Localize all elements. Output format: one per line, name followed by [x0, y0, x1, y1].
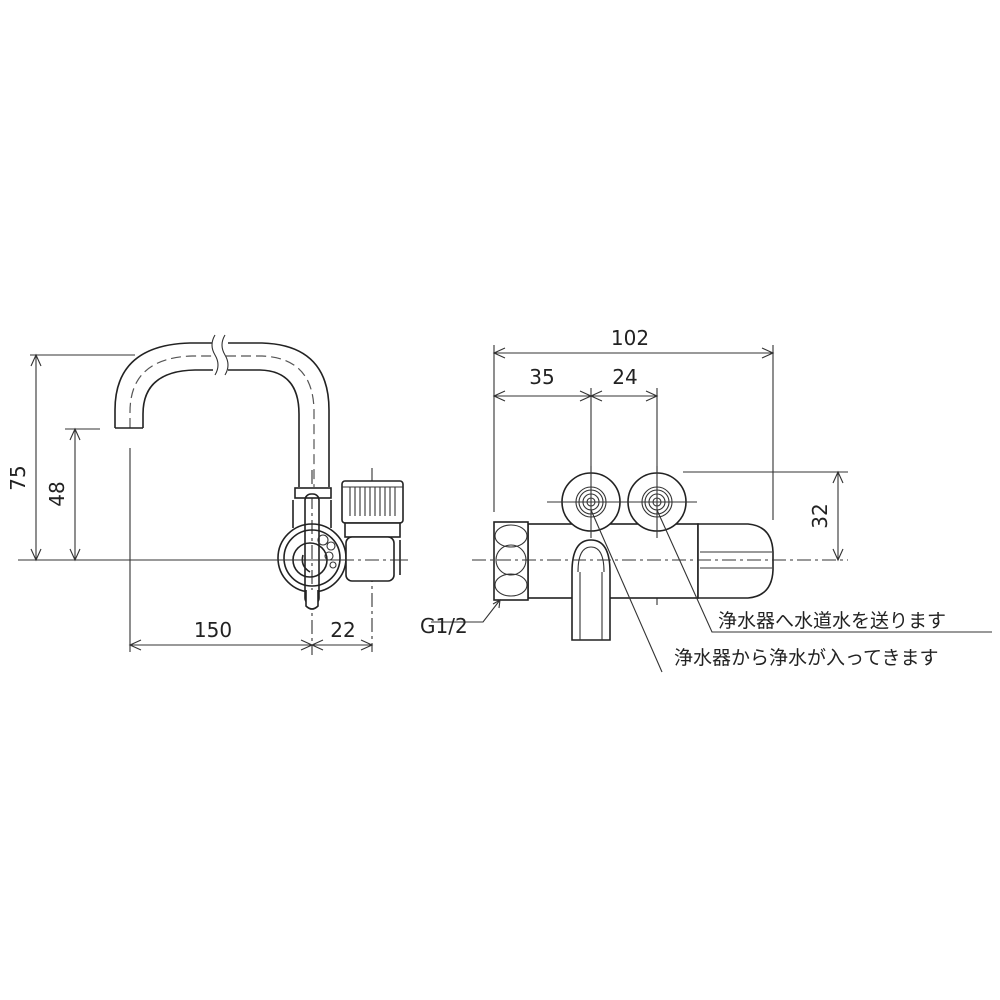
valve-body-ring	[283, 529, 341, 587]
arrow-icon	[492, 598, 501, 609]
break-mark-right	[221, 334, 229, 376]
dim-label-48: 48	[45, 481, 69, 506]
arrow-down-icon	[832, 548, 844, 562]
connector-body	[345, 536, 395, 582]
valve-bolt	[326, 541, 336, 551]
note-supply-to-filter: 浄水器へ水道水を送ります	[718, 610, 946, 632]
spout-outer-left	[114, 342, 212, 428]
hex-nut	[493, 521, 529, 601]
valve-bolt	[317, 534, 329, 546]
leader-note-2	[590, 509, 663, 673]
knurl-lines	[349, 487, 396, 516]
dim-label-32: 32	[808, 503, 832, 528]
leader-g12	[431, 599, 501, 623]
spout-center-right	[226, 355, 315, 487]
dim-label-22: 22	[330, 618, 355, 642]
dim-label-75: 75	[6, 465, 30, 490]
bottom-pipe	[571, 539, 611, 641]
hex-face	[494, 573, 528, 597]
arrow-left-icon	[589, 390, 603, 402]
dim-label-102: 102	[611, 326, 649, 350]
arrow-left-icon	[492, 390, 506, 402]
arrow-up-icon	[30, 353, 42, 367]
distributor-end-cap	[697, 523, 774, 599]
leader-note-1	[656, 509, 992, 633]
dim-label-35: 35	[529, 365, 554, 389]
arrow-right-icon	[761, 347, 775, 359]
valve-bottom-tip	[305, 590, 319, 610]
spout-center-left	[129, 355, 214, 428]
top-view: 102 35 24 32	[420, 326, 992, 673]
arrow-down-icon	[30, 548, 42, 562]
hex-face	[494, 524, 528, 548]
dim-label-24: 24	[612, 365, 637, 389]
arrow-up-icon	[832, 470, 844, 484]
valve-bolt	[329, 561, 337, 569]
valve-detail	[301, 554, 311, 573]
body-neck	[292, 500, 332, 528]
break-mark-left	[211, 334, 219, 376]
spout-outer-right	[228, 342, 330, 487]
arrow-up-icon	[69, 427, 81, 441]
spout-inner-left	[142, 369, 213, 428]
arrow-left-icon	[128, 639, 142, 651]
arrow-right-icon	[645, 390, 659, 402]
side-view: 75 48	[6, 334, 408, 655]
arrow-right-icon	[360, 639, 374, 651]
note-return-from-filter: 浄水器から浄水が入ってきます	[674, 647, 938, 669]
arrow-left-icon	[492, 347, 506, 359]
spout-inner-right	[228, 369, 300, 487]
arrow-down-icon	[69, 548, 81, 562]
arrow-left-icon	[310, 639, 324, 651]
dim-label-150: 150	[194, 618, 232, 642]
connector-nut	[344, 522, 401, 538]
body-collar	[294, 487, 332, 499]
thread-label: G1/2	[420, 614, 468, 638]
